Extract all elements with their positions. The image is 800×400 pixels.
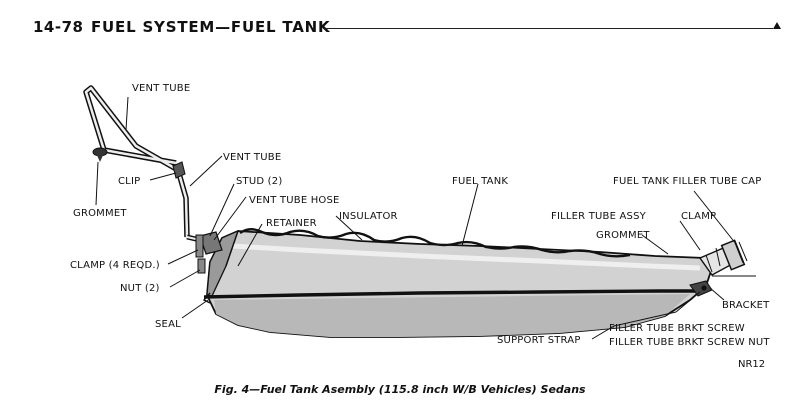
vent-tube-hose bbox=[199, 231, 223, 255]
label-vent-tube-mid: VENT TUBE bbox=[223, 152, 281, 163]
insulator-pad bbox=[239, 228, 631, 258]
label-clamp-left: CLAMP (4 REQD.) bbox=[70, 260, 160, 271]
vent-tube bbox=[83, 85, 211, 247]
label-vent-tube-top: VENT TUBE bbox=[132, 83, 190, 94]
label-vent-tube-hose: VENT TUBE HOSE bbox=[249, 195, 340, 206]
label-filler-tube-brkt-screw: FILLER TUBE BRKT SCREW bbox=[609, 323, 745, 334]
header-arrow-icon bbox=[773, 22, 781, 29]
label-clip: CLIP bbox=[118, 176, 140, 187]
label-fuel-tank: FUEL TANK bbox=[452, 176, 508, 187]
label-insulator: INSULATOR bbox=[339, 211, 398, 222]
label-grommet-left: GROMMET bbox=[73, 208, 127, 219]
figure-caption: Fig. 4—Fuel Tank Asembly (115.8 inch W/B… bbox=[214, 383, 586, 396]
label-grommet-right: GROMMET bbox=[596, 230, 650, 241]
label-clamp-right: CLAMP bbox=[681, 211, 716, 222]
section-title: FUEL SYSTEM—FUEL TANK bbox=[91, 18, 331, 36]
filler-tube-cap bbox=[720, 239, 748, 271]
leader-lines bbox=[95, 96, 737, 340]
grommet-left bbox=[92, 147, 108, 162]
label-filler-tube-brkt-screw-nut: FILLER TUBE BRKT SCREW NUT bbox=[609, 337, 770, 348]
label-stud: STUD (2) bbox=[236, 176, 282, 187]
label-nut: NUT (2) bbox=[120, 283, 160, 294]
label-support-strap: SUPPORT STRAP bbox=[497, 335, 581, 346]
retainer-clamps bbox=[195, 234, 206, 274]
label-seal: SEAL bbox=[155, 319, 181, 330]
clip bbox=[172, 161, 186, 179]
fuel-tank-body bbox=[206, 229, 713, 338]
label-retainer: RETAINER bbox=[266, 218, 317, 229]
figure-reference: NR12 bbox=[738, 359, 766, 370]
label-bracket: BRACKET bbox=[722, 300, 770, 311]
support-strap bbox=[202, 289, 702, 304]
page-header: 14-78 FUEL SYSTEM—FUEL TANK bbox=[33, 18, 781, 38]
header-rule bbox=[323, 28, 773, 29]
page-number: 14-78 bbox=[33, 18, 84, 36]
label-filler-tube-assy: FILLER TUBE ASSY bbox=[551, 211, 647, 222]
label-fuel-tank-filler-tube-cap: FUEL TANK FILLER TUBE CAP bbox=[613, 176, 761, 187]
